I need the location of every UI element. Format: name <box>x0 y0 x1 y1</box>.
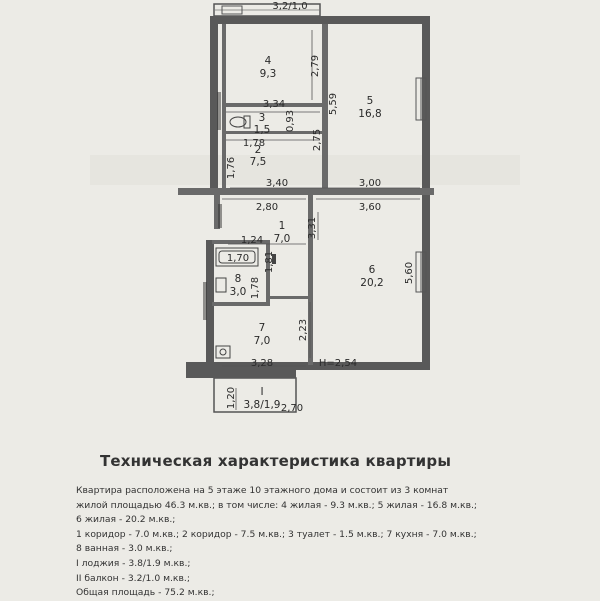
windows <box>221 5 427 293</box>
dim-2-23: 2,23 <box>298 319 309 341</box>
desc-line: II балкон - 3.2/1.0 м.кв.; <box>76 572 190 584</box>
room-1-number: 1 <box>279 220 286 232</box>
room-2-number: 2 <box>255 144 262 156</box>
stove-icon <box>272 254 276 264</box>
dim-1-70: 1,70 <box>227 253 249 264</box>
room-2-area: 7,5 <box>250 156 267 168</box>
room-7-number: 7 <box>259 322 266 334</box>
desc-line: Общая площадь - 75.2 м.кв.; <box>76 587 215 599</box>
bathtub-icon <box>215 247 259 267</box>
dim-1-81: 1,81 <box>264 251 275 273</box>
desc-line: жилой площадью 46.3 м.кв.; в том числе: … <box>76 499 478 511</box>
room-1-area: 7,0 <box>274 233 291 245</box>
room-3-area: 1,5 <box>254 124 271 136</box>
dim-1-20: 1,20 <box>226 387 237 409</box>
interior-walls <box>178 24 434 365</box>
doc-description: Квартира расположена на 5 этаже 10 этажн… <box>76 484 596 601</box>
toilet-icon <box>229 115 251 129</box>
room-7-area: 7,0 <box>254 335 271 347</box>
loggia-area: 3,8/1,9 <box>244 399 281 411</box>
desc-line: 1 коридор - 7.0 м.кв.; 2 коридор - 7.5 м… <box>76 528 477 540</box>
dim-3-60: 3,60 <box>359 202 381 213</box>
dim-3-00: 3,00 <box>359 178 381 189</box>
room-4-number: 4 <box>265 55 272 67</box>
ceiling-height: H=2,54 <box>319 358 357 369</box>
dim-2-80: 2,80 <box>256 202 278 213</box>
dim-1-78: 1,78 <box>243 138 265 149</box>
room-6-number: 6 <box>369 264 376 276</box>
room-8-area: 3,0 <box>230 286 247 298</box>
dim-1-78b: 1,78 <box>250 277 261 299</box>
sink-icon <box>215 277 231 359</box>
room-6-area: 20,2 <box>360 277 383 289</box>
dim-3-40: 3,40 <box>266 178 288 189</box>
watermark-band <box>90 155 520 185</box>
desc-line: 8 ванная - 3.0 м.кв.; <box>76 543 173 555</box>
dim-2-70: 2,70 <box>281 403 303 414</box>
loggia-number: I <box>260 386 263 398</box>
dim-5-60: 5,60 <box>404 262 415 284</box>
loggia-bottom <box>186 370 297 413</box>
dim-3-31: 3,31 <box>307 217 318 239</box>
desc-line: Квартира расположена на 5 этаже 10 этажн… <box>76 485 449 496</box>
room-5-number: 5 <box>367 95 374 107</box>
desc-line: I лоджия - 3.8/1.9 м.кв.; <box>76 557 191 569</box>
room-labels: 4 9,3 5 16,8 3 1,5 2 7,5 1 7,0 6 20,2 8 … <box>230 55 384 411</box>
room-4-area: 9,3 <box>260 68 277 80</box>
dim-1-24: 1,24 <box>241 235 263 246</box>
dimension-labels: 3,2/1,0 2,79 5,59 3,34 0,93 1,78 2,75 1,… <box>226 1 415 414</box>
room-8-number: 8 <box>235 273 242 285</box>
dim-5-59: 5,59 <box>328 93 339 115</box>
dim-2-75: 2,75 <box>312 129 323 151</box>
floor-plan: 4 9,3 5 16,8 3 1,5 2 7,5 1 7,0 6 20,2 8 … <box>90 1 520 414</box>
dim-1-76: 1,76 <box>226 157 237 179</box>
dim-3-28: 3,28 <box>251 358 273 369</box>
dim-2-79: 2,79 <box>310 55 321 77</box>
dimension-lines <box>222 30 420 410</box>
dim-balcony-top: 3,2/1,0 <box>272 1 307 12</box>
radiators <box>203 92 222 320</box>
room-3-number: 3 <box>259 112 266 124</box>
dim-0-93: 0,93 <box>285 110 296 132</box>
dim-3-34: 3,34 <box>263 99 285 110</box>
doc-title: Техническая характеристика квартиры <box>100 452 452 470</box>
room-5-area: 16,8 <box>358 108 381 120</box>
desc-line: 6 жилая - 20.2 м.кв.; <box>76 514 176 526</box>
